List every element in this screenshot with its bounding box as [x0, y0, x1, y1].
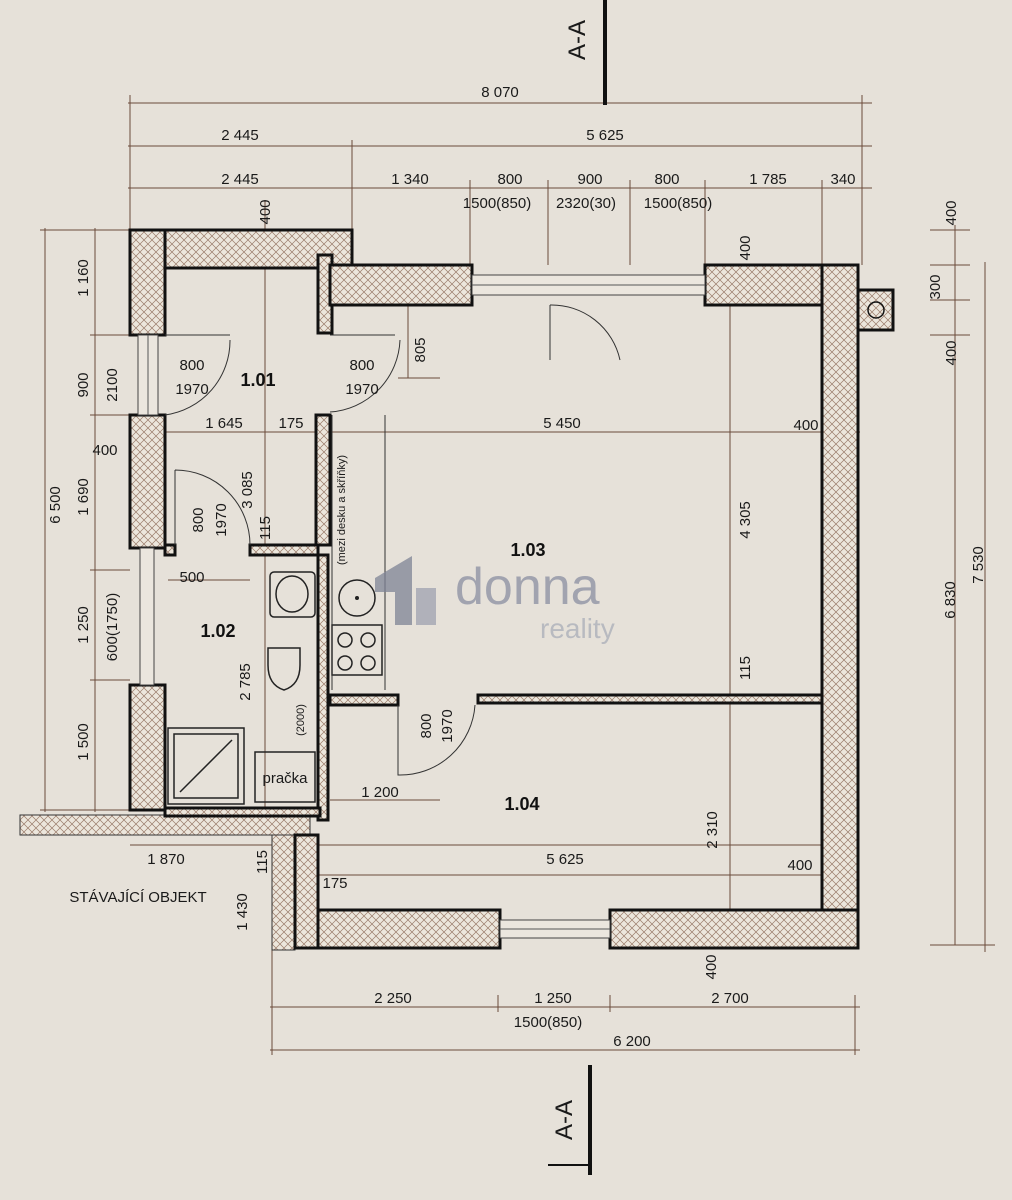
dim: 400: [257, 199, 274, 224]
dim: 1 690: [75, 478, 92, 516]
dim: 6 500: [47, 486, 64, 524]
dim: 2 445: [221, 171, 259, 188]
dim: 2100: [104, 368, 121, 401]
dim: 800: [418, 713, 435, 738]
section-label: A-A: [564, 20, 591, 60]
dim: 500: [179, 569, 204, 586]
dim: 340: [830, 171, 855, 188]
dim: 800: [349, 357, 374, 374]
windows: [137, 274, 706, 939]
dim: 1970: [175, 381, 208, 398]
doors: [164, 304, 621, 776]
wc-height-note: (2000): [295, 704, 307, 736]
dim: 400: [943, 340, 960, 365]
dim: 4 305: [737, 501, 754, 539]
washbasin-icon: [275, 575, 309, 613]
dim: 1 645: [205, 415, 243, 432]
dim: 1 870: [147, 851, 185, 868]
dim: 3 085: [239, 471, 256, 509]
kitchen-sink-icon: [338, 579, 376, 617]
dim: 2 250: [374, 990, 412, 1007]
dim: 1 430: [234, 893, 251, 931]
dim: 1970: [213, 503, 230, 536]
section-mark-top: A-A: [564, 0, 607, 105]
watermark-logo: donna reality: [375, 556, 615, 644]
dim: 2 785: [237, 663, 254, 701]
room-1-04: 1.04: [504, 794, 539, 814]
existing-building-wall: [19, 814, 311, 951]
dim: 400: [703, 954, 720, 979]
dim: 800: [190, 507, 207, 532]
dim: 8 070: [481, 84, 519, 101]
dim: 1970: [345, 381, 378, 398]
stove-icon: [331, 624, 383, 676]
washing-machine-box: [254, 751, 316, 803]
dim: 115: [257, 516, 274, 540]
dim: 800: [179, 357, 204, 374]
section-mark-bottom: A-A: [548, 1065, 592, 1175]
dimension-lines: [40, 95, 995, 1055]
dim: 5 450: [543, 415, 581, 432]
dim: 1 200: [361, 784, 399, 801]
dim: 400: [737, 235, 754, 260]
dim: 1 500: [75, 723, 92, 761]
shower-icon: [167, 727, 245, 805]
dim: 1 785: [749, 171, 787, 188]
toilet-icon: [267, 647, 301, 691]
dim: 1500(850): [644, 195, 712, 212]
section-label: A-A: [551, 1100, 578, 1140]
dim: 2320(30): [556, 195, 616, 212]
dim: 805: [412, 337, 429, 362]
dim: 7 530: [970, 546, 987, 584]
dim: 1 160: [75, 259, 92, 297]
counter-note: (mezi desku a skříňky): [336, 455, 348, 565]
washer-label: pračka: [262, 770, 308, 787]
dim: 1970: [439, 709, 456, 742]
dim: 6 200: [613, 1033, 651, 1050]
dim: 400: [943, 200, 960, 225]
dim: 900: [577, 171, 602, 188]
dim: 6 830: [942, 581, 959, 619]
dim: 175: [322, 875, 347, 892]
dim: 900: [75, 372, 92, 397]
dim: 2 445: [221, 127, 259, 144]
walls: [128, 228, 895, 950]
dim: 5 625: [586, 127, 624, 144]
dim: 175: [278, 415, 303, 432]
dim: 115: [254, 850, 271, 874]
watermark-sub: reality: [540, 613, 615, 644]
dim: 300: [927, 274, 944, 299]
room-1-03: 1.03: [510, 540, 545, 560]
dimension-labels: 8 070 2 445 5 625 2 445 1 340 800 900 80…: [47, 84, 987, 1050]
watermark-brand: donna: [455, 558, 600, 616]
dim: 1500(850): [463, 195, 531, 212]
dim: 2 310: [704, 811, 721, 849]
dim: 1500(850): [514, 1014, 582, 1031]
dim: 1 340: [391, 171, 429, 188]
dim: 1 250: [534, 990, 572, 1007]
dim: 115: [737, 656, 754, 680]
dim: 400: [92, 442, 117, 459]
room-1-01: 1.01: [240, 370, 275, 390]
dim: 800: [654, 171, 679, 188]
dim: 400: [793, 417, 818, 434]
fixtures: pračka (mezi desku a skříňky) (2000): [167, 415, 386, 805]
dim: 600(1750): [104, 593, 121, 661]
dim: 2 700: [711, 990, 749, 1007]
dim: 1 250: [75, 606, 92, 644]
dim: 800: [497, 171, 522, 188]
room-1-02: 1.02: [200, 621, 235, 641]
dim: 5 625: [546, 851, 584, 868]
dim: 400: [787, 857, 812, 874]
existing-building-label: STÁVAJÍCÍ OBJEKT: [69, 889, 206, 906]
